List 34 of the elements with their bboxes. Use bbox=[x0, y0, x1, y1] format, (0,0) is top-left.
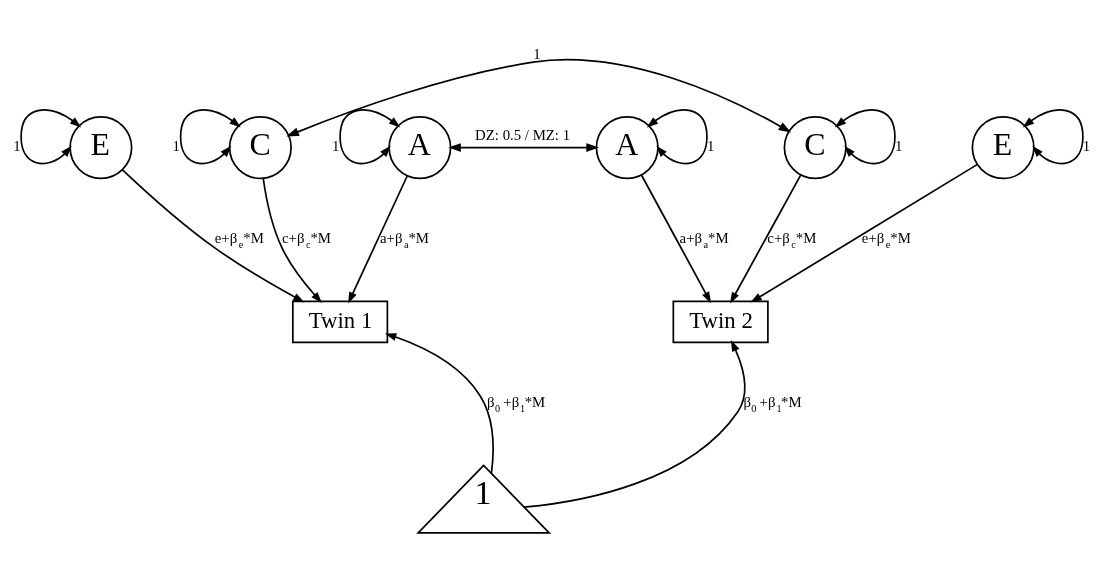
arrow bbox=[339, 109, 401, 165]
edge-label: c+β$_{c}$*M bbox=[767, 229, 817, 251]
edge-label: 1 bbox=[13, 138, 21, 155]
arrow bbox=[348, 175, 409, 304]
edge-label: β$_{0}$ +β$_{1}$*M bbox=[743, 393, 802, 415]
edge-label: β$_{0}$ +β$_{1}$*M bbox=[487, 393, 546, 415]
edge-label: 1 bbox=[332, 138, 340, 155]
arrow bbox=[523, 340, 746, 509]
arrow bbox=[448, 143, 599, 152]
edge-label: 1 bbox=[172, 138, 181, 155]
node-box: Twin 1 bbox=[291, 300, 389, 344]
edge-label: 1 bbox=[706, 138, 715, 155]
arrow bbox=[384, 333, 494, 475]
arrow bbox=[646, 109, 708, 165]
edge-label: 1 bbox=[533, 46, 541, 63]
edge-label: c+β$_{c}$*M bbox=[282, 229, 332, 251]
edge-label: 1 bbox=[1082, 138, 1091, 155]
edge-label: e+β$_{e}$*M bbox=[861, 229, 911, 251]
arrow bbox=[20, 109, 82, 165]
edge-label: a+β$_{a}$*M bbox=[679, 229, 729, 251]
arrow bbox=[1022, 109, 1084, 165]
arrow bbox=[121, 168, 305, 303]
node-box: Twin 2 bbox=[672, 300, 769, 344]
arrow bbox=[179, 109, 241, 165]
arrow bbox=[750, 163, 978, 303]
arrow bbox=[834, 109, 896, 165]
arrow bbox=[730, 174, 802, 304]
arrow bbox=[262, 177, 322, 304]
arrow bbox=[640, 174, 712, 304]
edge-label: a+β$_{a}$*M bbox=[379, 229, 430, 251]
edge-label: 1 bbox=[894, 138, 903, 155]
edge-label: DZ: 0.5 / MZ: 1 bbox=[475, 127, 571, 144]
edge-label: e+β$_{e}$*M bbox=[214, 229, 264, 251]
arrow bbox=[286, 59, 792, 137]
